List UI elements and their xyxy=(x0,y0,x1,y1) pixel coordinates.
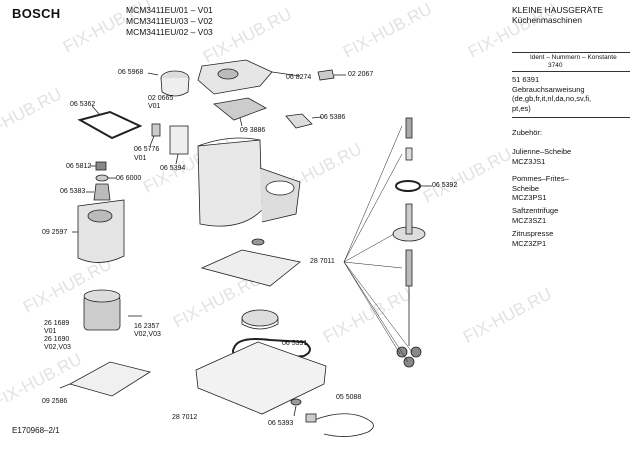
drive-gear-part xyxy=(95,174,116,182)
gear-plate-part xyxy=(200,238,301,287)
accessories-title: Zubehör: xyxy=(512,128,543,137)
lid-part xyxy=(197,59,301,95)
document-id: E170968–2/1 xyxy=(12,426,60,435)
part-label: 28 7011 xyxy=(310,258,335,265)
part-label: 02 0665 xyxy=(148,95,174,102)
part-label: 26 1690 xyxy=(44,336,70,343)
ident-label: Ident – Nummern – Konstante xyxy=(530,54,617,61)
accessory-item: Pommes–Frites– Scheibe MCZ3PS1 xyxy=(512,174,569,202)
category-block: KLEINE HAUSGERÄTE Küchenmaschinen xyxy=(512,5,603,25)
part-label: 28 7012 xyxy=(172,414,198,421)
filter-pad-part xyxy=(77,105,143,140)
pulley-part xyxy=(241,309,279,330)
model-line: MCM3411EU/01 – V01 xyxy=(126,5,213,15)
accessory-item: Julienne–Scheibe MCZ3JS1 xyxy=(512,147,572,166)
drive-shaft-part xyxy=(86,183,111,201)
variant-label: V01 xyxy=(148,103,161,110)
brand-logo: BOSCH xyxy=(12,6,61,21)
part-label: 09 3886 xyxy=(240,127,266,134)
manual-languages: pt,es) xyxy=(512,103,531,113)
divider xyxy=(512,52,630,53)
part-label: 06 8274 xyxy=(286,74,312,81)
variant-label: V02,V03 xyxy=(134,331,161,338)
part-label: 06 5776 xyxy=(134,146,160,153)
part-label: 06 5391 xyxy=(282,340,308,347)
part-label: 09 2597 xyxy=(42,229,68,236)
accessory-item: Zitruspresse MCZ3ZP1 xyxy=(512,229,554,248)
manual-title: Gebrauchsanweisung xyxy=(512,84,585,94)
leader-lines xyxy=(343,125,413,363)
foot-part xyxy=(290,398,302,417)
part-label: 06 5386 xyxy=(320,114,346,121)
power-cable-part xyxy=(305,413,374,437)
accessory-item: Saftzentrifuge MCZ3SZ1 xyxy=(512,206,559,225)
manual-block: 51 6391 Gebrauchsanweisung (de,gb,fr,it,… xyxy=(512,75,591,113)
doc-number: 51 6391 xyxy=(512,75,540,84)
motor-part xyxy=(83,289,121,331)
part-label: 06 5362 xyxy=(70,101,96,108)
part-label: 06 5393 xyxy=(268,420,294,427)
variant-label: V01 xyxy=(44,328,57,335)
category-subtitle: Küchenmaschinen xyxy=(512,15,582,25)
bottom-cover-part xyxy=(195,341,327,415)
part-label: 06 5392 xyxy=(432,182,458,189)
part-label: 26 1689 xyxy=(44,320,70,327)
base-housing-part xyxy=(72,199,125,263)
part-label: 06 5812 xyxy=(66,163,92,170)
clip-part xyxy=(317,69,346,81)
divider xyxy=(512,71,630,72)
housing-part xyxy=(197,137,301,227)
ident-code: 3740 xyxy=(548,62,563,69)
manual-languages: (de,gb,fr,it,nl,da,no,sv,fi, xyxy=(512,94,592,103)
base-plate-part xyxy=(59,361,152,397)
part-label: 06 5394 xyxy=(160,165,186,172)
model-line: MCM3411EU/02 – V03 xyxy=(126,27,213,37)
accessory-stack xyxy=(392,117,432,368)
model-line: MCM3411EU/03 – V02 xyxy=(126,16,213,26)
part-label: 09 2586 xyxy=(42,398,68,405)
part-label: 02 2067 xyxy=(348,71,374,78)
switch-part xyxy=(149,123,189,165)
part-label: 05 5088 xyxy=(336,394,362,401)
pusher-cap-part xyxy=(147,70,190,97)
part-label: 06 5968 xyxy=(118,69,144,76)
part-label: 06 6000 xyxy=(116,175,142,182)
variant-label: V02,V03 xyxy=(44,344,71,351)
model-list: MCM3411EU/01 – V01 MCM3411EU/03 – V02 MC… xyxy=(126,5,213,38)
part-label: 16 2357 xyxy=(134,323,160,330)
part-label: 06 5383 xyxy=(60,188,86,195)
circuit-board-part xyxy=(213,97,267,127)
switch-bracket-part xyxy=(285,113,323,129)
category-title: KLEINE HAUSGERÄTE xyxy=(512,5,604,15)
variant-label: V01 xyxy=(134,155,147,162)
divider xyxy=(512,117,630,118)
coupling-part xyxy=(90,161,107,171)
